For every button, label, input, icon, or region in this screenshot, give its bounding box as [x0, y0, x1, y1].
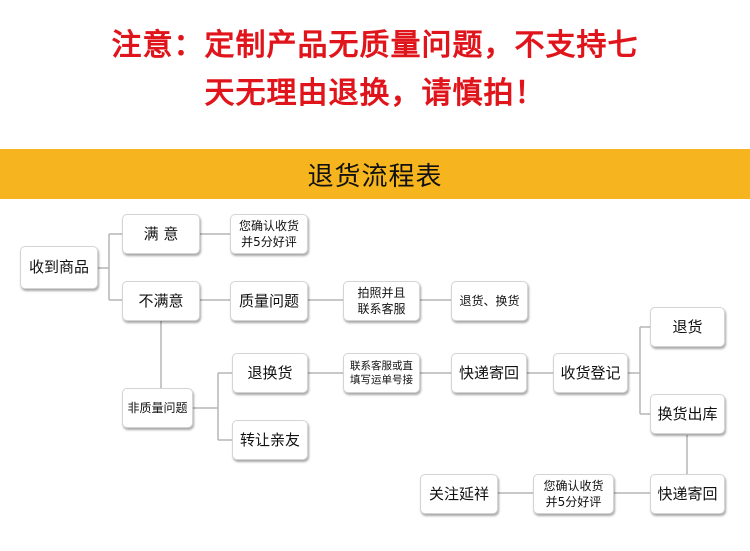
node-express-send-back: 快递寄回 — [451, 353, 527, 393]
node-quality-issue: 质量问题 — [230, 281, 308, 321]
node-receive-goods: 收到商品 — [20, 246, 98, 289]
notice-line-1: 注意：定制产品无质量问题，不支持七 — [111, 28, 639, 63]
node-exchange-out: 换货出库 — [650, 394, 725, 434]
notice-line-2: 天无理由退换，请慎拍！ — [204, 76, 546, 111]
node-confirm-receipt-2: 您确认收货 并5分好评 — [533, 474, 614, 514]
node-express-send-back-2: 快递寄回 — [650, 474, 725, 514]
node-return-exchange: 退货、换货 — [451, 281, 528, 321]
title-banner: 退货流程表 — [0, 149, 750, 199]
node-transfer-friend: 转让亲友 — [232, 420, 308, 460]
node-unsatisfied: 不满意 — [122, 281, 200, 321]
node-follow-yanxiang: 关注延祥 — [420, 474, 498, 514]
node-confirm-receipt-1: 您确认收货 并5分好评 — [230, 214, 308, 254]
node-photo-contact-service: 拍照并且 联系客服 — [343, 281, 420, 321]
node-refund: 退货 — [650, 307, 725, 347]
node-return-exchange-2: 退换货 — [232, 353, 308, 393]
node-contact-fill-waybill: 联系客服或直 填写运单号接 — [343, 353, 420, 393]
node-satisfied: 满 意 — [122, 214, 200, 254]
banner-title: 退货流程表 — [307, 161, 443, 192]
node-non-quality-issue: 非质量问题 — [122, 388, 193, 428]
node-receive-register: 收货登记 — [553, 353, 628, 393]
